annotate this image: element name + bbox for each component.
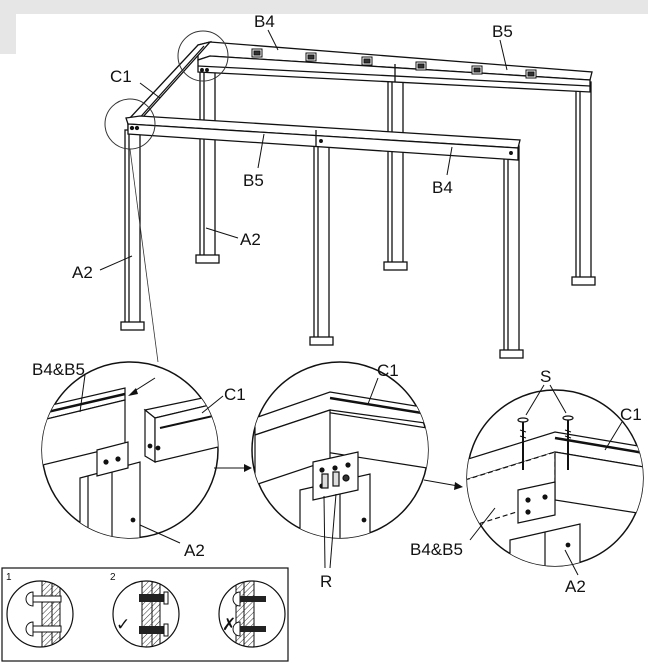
- detail-3-label-post: A2: [565, 577, 586, 596]
- screw-guide-correct-mark: ✓: [116, 615, 130, 634]
- detail-2-label-fastener: R: [320, 572, 332, 591]
- screw-guide-step-2-correct: [112, 580, 180, 648]
- detail-3-label-connector: C1: [620, 405, 642, 424]
- arrow-step-2-to-3: [423, 479, 463, 490]
- detail-3-label-screws: S: [540, 367, 551, 386]
- detail-2-label-connector: C1: [377, 361, 399, 380]
- detail-1-label-connector: C1: [224, 385, 246, 404]
- corner-highlight-back: [177, 30, 229, 82]
- label-b4-front: B4: [432, 178, 453, 197]
- label-b4-top: B4: [254, 12, 275, 31]
- screw-guide-step-1-number: 1: [6, 572, 12, 583]
- label-b5-top: B5: [492, 22, 513, 41]
- pergola-frame: [120, 40, 596, 359]
- label-a2-front: A2: [72, 263, 93, 282]
- label-a2-back: A2: [240, 230, 261, 249]
- screw-guide-wrong-mark: ✗: [222, 615, 236, 634]
- detail-3-circle: [466, 384, 644, 576]
- front-post-left: [120, 129, 145, 331]
- arrow-step-1-to-2: [214, 464, 252, 472]
- detail-2-circle: [251, 361, 429, 569]
- left-edge-tab: [0, 14, 16, 54]
- back-beam: [197, 41, 593, 93]
- back-post-left: [195, 61, 220, 264]
- front-beam: [125, 68, 521, 161]
- label-c1-top: C1: [110, 67, 132, 86]
- screw-guide-box: 1 2 ✓: [1, 567, 289, 662]
- frame-leader-lines: [99, 29, 508, 271]
- front-post-middle: [309, 137, 334, 346]
- detail-3-label-beams: B4&B5: [410, 540, 463, 559]
- front-post-right: [499, 145, 524, 359]
- label-b5-front: B5: [243, 171, 264, 190]
- detail-1-label-beams: B4&B5: [32, 360, 85, 379]
- back-post-middle: [383, 71, 408, 271]
- screw-guide-step-3-wrong: [218, 580, 286, 648]
- screw-guide-step-1: [6, 580, 74, 648]
- screw-guide-step-2-number: 2: [110, 572, 116, 583]
- beam-brackets: [251, 48, 537, 79]
- detail-leader-line: [129, 148, 159, 363]
- back-post-right: [571, 81, 596, 286]
- detail-1-circle: [41, 361, 224, 544]
- top-toolbar-strip: [0, 0, 648, 14]
- detail-1-label-post: A2: [184, 541, 205, 560]
